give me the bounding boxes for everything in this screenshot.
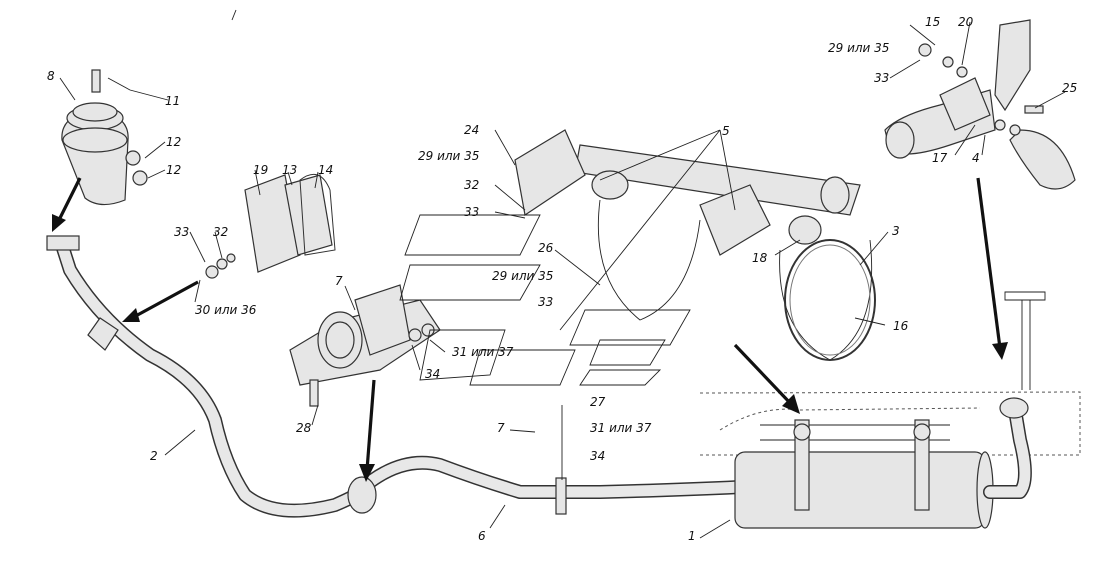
label-12-bottom: 12 <box>166 163 181 177</box>
detail-tail-bracket <box>884 19 1076 190</box>
bolt-11 <box>91 69 101 93</box>
intermediate-pipe <box>347 455 747 515</box>
label-34-joint: 34 <box>425 367 440 381</box>
muffler-strap-left <box>794 419 810 511</box>
label-2: 2 <box>150 449 158 463</box>
tail-pipe <box>983 291 1046 499</box>
nut-12-top <box>125 150 141 166</box>
label-25: 25 <box>1062 81 1077 95</box>
bolt-25 <box>1024 105 1044 114</box>
label-8: 8 <box>47 69 55 83</box>
detail-flange-joint <box>289 284 441 407</box>
label-26: 26 <box>538 241 554 255</box>
bushing-18 <box>788 215 822 245</box>
label-7-joint: 7 <box>335 274 343 288</box>
front-exhaust-pipe <box>46 235 373 518</box>
pipe-bracket <box>87 317 119 351</box>
label-7-gasket: 7 <box>497 421 505 435</box>
label-1: 1 <box>688 529 696 543</box>
label-20: 20 <box>958 15 974 29</box>
label-4: 4 <box>972 151 980 165</box>
leader-lines <box>59 9 1066 539</box>
pipe-joint <box>347 476 377 514</box>
label-15: 15 <box>925 15 940 29</box>
nut-29-right <box>918 43 932 57</box>
label-32-hanger: 32 <box>464 178 479 192</box>
assembly-arrows <box>52 177 1008 482</box>
label-17: 17 <box>932 151 948 165</box>
label-16: 16 <box>893 319 909 333</box>
label-5: 5 <box>722 124 730 138</box>
nut-12-bottom <box>132 170 148 186</box>
label-30: 30 или 36 <box>195 303 257 317</box>
nut-33 <box>226 253 236 263</box>
label-6: 6 <box>478 529 486 543</box>
muffler-strap-right <box>914 419 930 511</box>
label-29-clamp: 29 или 35 <box>492 269 553 283</box>
label-29-hanger: 29 или 35 <box>418 149 479 163</box>
clamp-16 <box>784 239 876 361</box>
label-29-tail: 29 или 35 <box>828 41 889 55</box>
label-13: 13 <box>282 163 297 177</box>
washer-20 <box>956 66 968 78</box>
label-32-bracket: 32 <box>213 225 228 239</box>
label-33-hanger: 33 <box>464 205 479 219</box>
label-19: 19 <box>253 163 268 177</box>
label-34-pipe: 34 <box>590 449 605 463</box>
guide-strips <box>399 214 691 386</box>
label-31-pipe: 31 или 37 <box>590 421 652 435</box>
bolt-28 <box>309 379 319 407</box>
label-33-tail: 33 <box>874 71 889 85</box>
vehicle-frame <box>699 391 1081 456</box>
washer-15 <box>942 56 954 68</box>
label-33-bracket: 33 <box>174 225 189 239</box>
label-28: 28 <box>296 421 312 435</box>
muffler <box>734 419 994 529</box>
detail-flange <box>61 69 148 206</box>
washer-30 <box>205 265 219 279</box>
label-14: 14 <box>318 163 333 177</box>
callout-labels: 1 2 3 4 5 6 7 7 8 11 12 12 13 14 15 16 1… <box>47 15 1077 543</box>
label-3: 3 <box>892 224 900 238</box>
nut-34 <box>408 328 422 342</box>
label-12-top: 12 <box>166 135 181 149</box>
washer-32 <box>216 258 228 270</box>
label-24: 24 <box>464 123 479 137</box>
label-33-clamp: 33 <box>538 295 553 309</box>
front-pipe-flange <box>46 235 80 251</box>
label-31-joint: 31 или 37 <box>452 345 514 359</box>
detail-bracket <box>205 173 336 279</box>
label-18: 18 <box>752 251 768 265</box>
label-11: 11 <box>165 94 180 108</box>
pipe-clamp <box>555 477 567 515</box>
detail-hanger <box>514 129 876 361</box>
label-27: 27 <box>590 395 606 409</box>
